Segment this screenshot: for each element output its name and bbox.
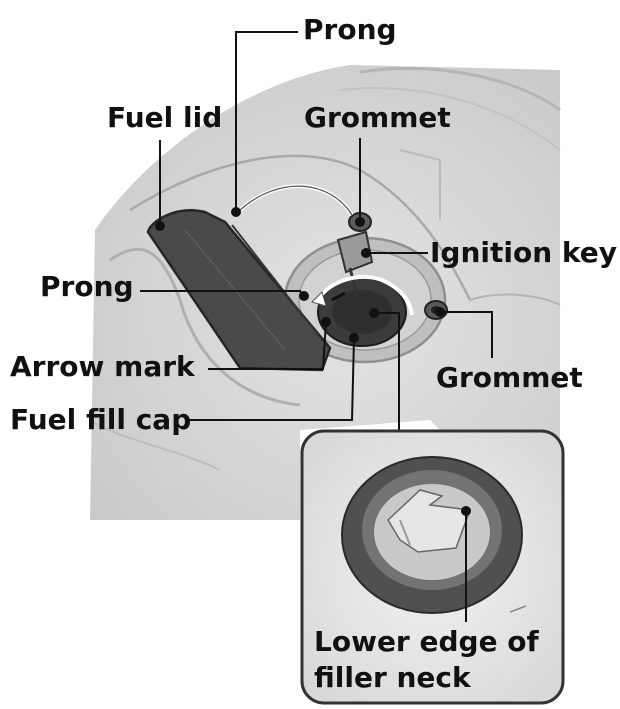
- label-lower-edge-line-1: Lower edge of: [314, 624, 539, 660]
- label-prong-left: Prong: [40, 271, 134, 303]
- label-grommet-top: Grommet: [304, 102, 451, 134]
- label-lower-edge-of-filler-neck: Lower edge of filler neck: [314, 624, 539, 696]
- label-arrow-mark: Arrow mark: [10, 351, 195, 383]
- label-fuel-fill-cap: Fuel fill cap: [10, 404, 191, 436]
- label-ignition-key: Ignition key: [430, 237, 617, 269]
- label-prong-top: Prong: [303, 14, 397, 46]
- label-lower-edge-line-2: filler neck: [314, 660, 539, 696]
- label-grommet-right: Grommet: [436, 362, 583, 394]
- label-fuel-lid: Fuel lid: [107, 102, 222, 134]
